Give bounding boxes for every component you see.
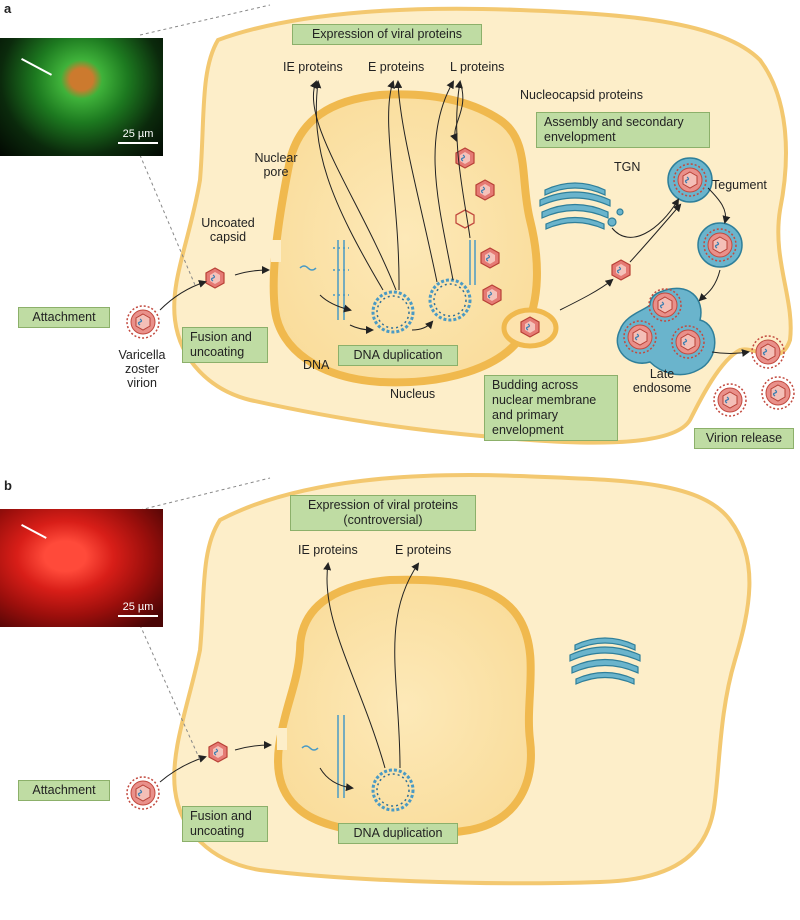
scale-bar-label-a: 25 µm — [122, 128, 154, 140]
label-nucleus-a: Nucleus — [390, 387, 436, 401]
box-fusion-b: Fusion and uncoating — [182, 806, 268, 842]
label-nuclear-pore-a: Nuclear pore — [254, 151, 298, 179]
label-e-proteins-a: E proteins — [368, 60, 425, 74]
arrow-icon — [21, 524, 47, 539]
box-fusion-a: Fusion and uncoating — [182, 327, 268, 363]
box-expression-a: Expression of viral proteins — [292, 24, 482, 45]
micrograph-green: 25 µm — [0, 38, 163, 156]
golgi-b — [569, 637, 641, 685]
box-dna-duplication-b: DNA duplication — [338, 823, 458, 844]
box-dna-duplication-a: DNA duplication — [338, 345, 458, 366]
label-uncoated-capsid-a: Uncoated capsid — [201, 216, 255, 244]
label-varicella-a: Varicella zoster virion — [118, 348, 166, 390]
label-nucleocapsid-a: Nucleocapsid proteins — [520, 88, 643, 102]
nucleus-b — [274, 575, 535, 839]
tgn-golgi-a — [539, 182, 624, 230]
nucleus-a — [269, 90, 541, 387]
panel-b-diagram — [126, 472, 752, 886]
label-ie-proteins-b: IE proteins — [298, 543, 358, 557]
micrograph-red: 25 µm — [0, 509, 163, 627]
label-tgn-a: TGN — [614, 160, 641, 174]
box-budding-a: Budding across nuclear membrane and prim… — [484, 375, 618, 441]
label-late-endosome-a: Late endosome — [632, 367, 692, 395]
box-attachment-b: Attachment — [18, 780, 110, 801]
label-tegument-a: Tegument — [712, 178, 767, 192]
box-virion-release-a: Virion release — [694, 428, 794, 449]
box-assembly-a: Assembly and secondary envelopment — [536, 112, 710, 148]
arrow-icon — [21, 58, 53, 76]
label-e-proteins-b: E proteins — [395, 543, 452, 557]
panel-letter-a: a — [4, 1, 12, 16]
label-l-proteins-a: L proteins — [450, 60, 505, 74]
label-ie-proteins-a: IE proteins — [283, 60, 343, 74]
box-expression-b: Expression of viral proteins (controvers… — [290, 495, 476, 531]
panel-letter-b: b — [4, 478, 12, 493]
label-dna-a: DNA — [303, 358, 330, 372]
box-attachment-a: Attachment — [18, 307, 110, 328]
scale-bar-label-b: 25 µm — [122, 601, 154, 613]
